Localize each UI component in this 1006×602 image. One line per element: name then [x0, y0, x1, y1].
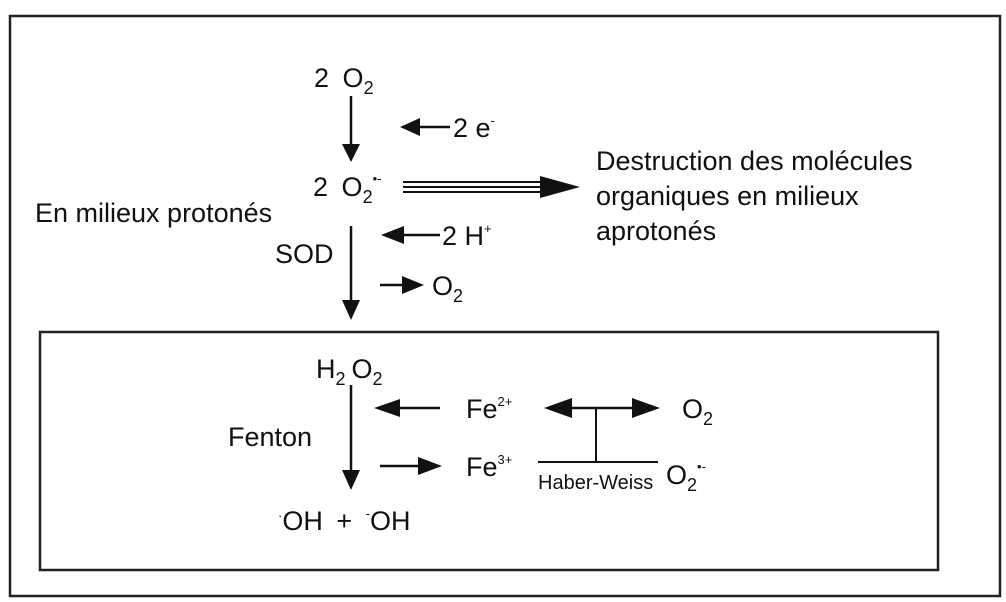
fenton-box [38, 330, 940, 572]
products-label: ·OH + -OH [278, 506, 411, 536]
box-oxygen-label: O2 [682, 394, 713, 429]
electron-arrow-head [400, 118, 420, 136]
fe2-input-arrow-head [374, 399, 400, 417]
dismutation-arrow-head [342, 300, 360, 320]
fe3-label: Fe3+ [466, 452, 512, 482]
oxygen-release-label: O2 [432, 271, 463, 306]
destruction-line-3: aprotonés [596, 216, 716, 246]
reduction-arrow-head [342, 144, 360, 162]
fe2-label: Fe2+ [466, 394, 512, 424]
destruction-line-2: organiques en milieux [596, 181, 859, 211]
haber-weiss-label: Haber-Weiss [538, 472, 653, 494]
fe3-output-arrow-head [418, 457, 442, 475]
sod-label: SOD [275, 239, 334, 269]
start-species-label: 2 O2 [314, 63, 374, 98]
proton-label: 2 H+ [442, 221, 492, 251]
protic-media-label: En milieux protonés [35, 198, 272, 228]
destruction-line-1: Destruction des molécules [596, 146, 913, 176]
box-superoxide-label: O2•- [666, 459, 706, 495]
destruction-arrow-head [540, 176, 580, 198]
oxygen-release-arrow-head [402, 276, 424, 294]
electron-label: 2 e- [453, 113, 495, 143]
superoxide-label: 2 O2•- [313, 171, 381, 207]
proton-arrow-head [381, 226, 404, 244]
fenton-arrow-head [342, 470, 360, 490]
outer-frame [8, 14, 1002, 598]
fenton-label: Fenton [228, 422, 312, 452]
haber-weiss-arrow-left-head [544, 398, 572, 418]
haber-weiss-arrow-right-head [632, 398, 660, 418]
